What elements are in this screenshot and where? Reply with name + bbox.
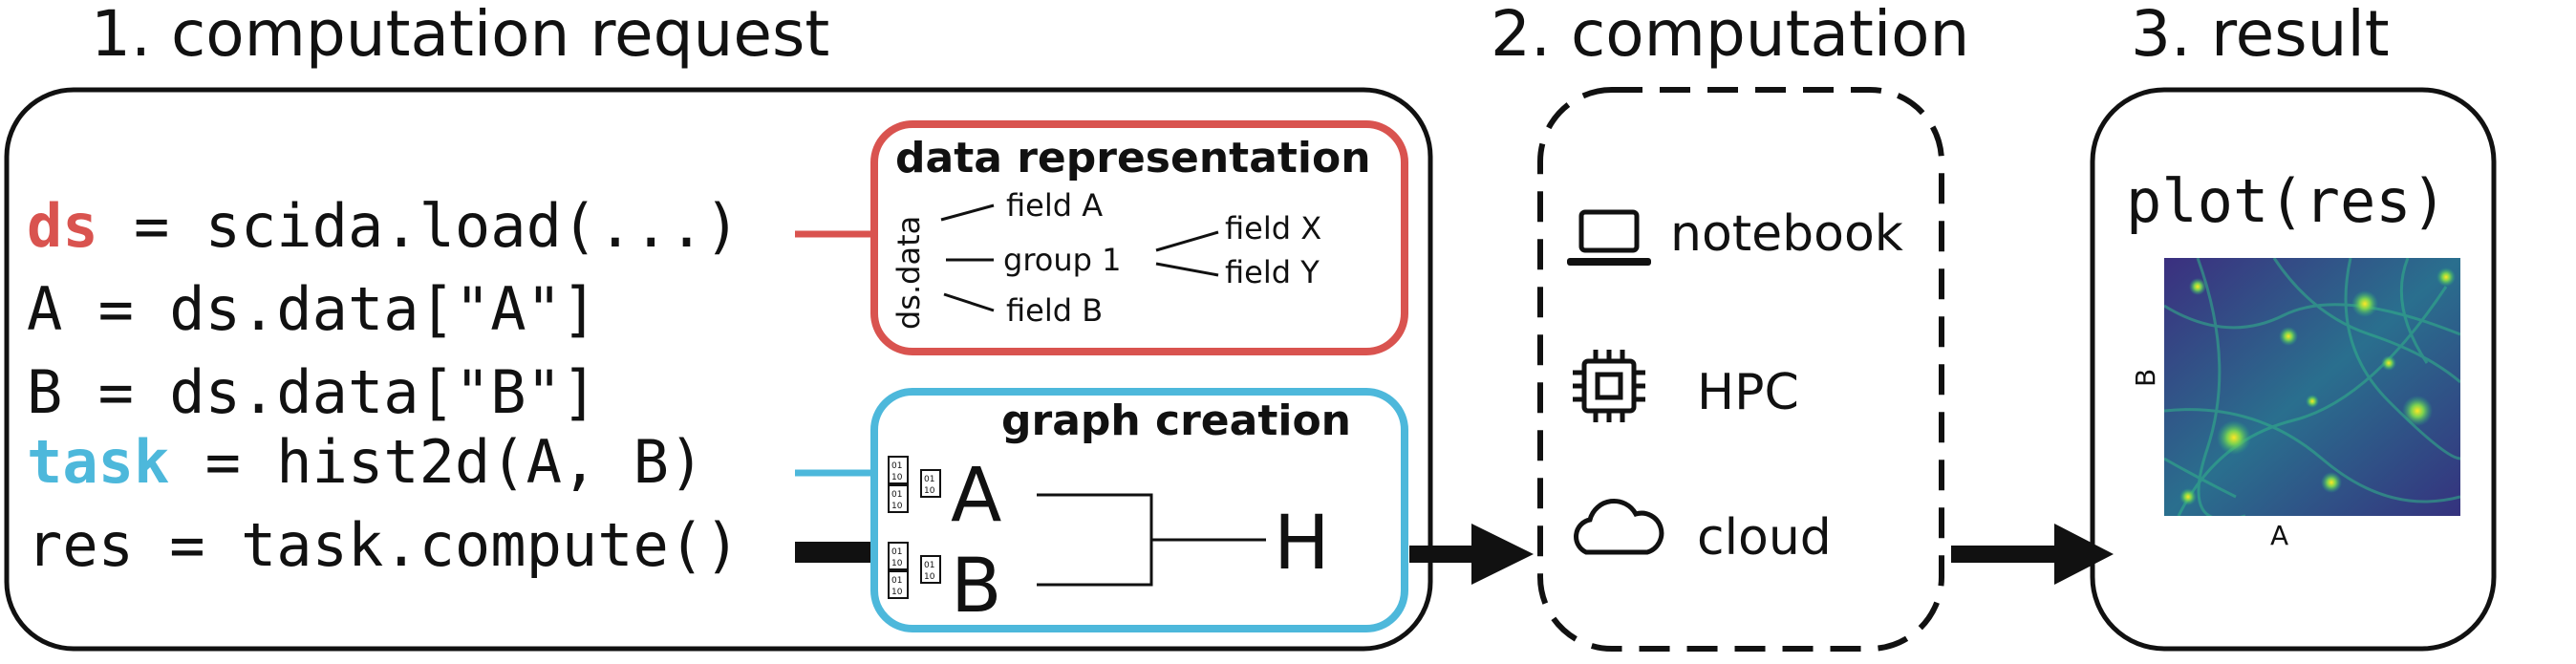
svg-text:01: 01 — [924, 475, 934, 484]
cloud-icon — [1574, 498, 1664, 555]
section-title-request: 1. computation request — [91, 0, 829, 71]
chip-icon — [1573, 350, 1645, 422]
graph-creation-panel — [870, 388, 1408, 632]
graph-node-a: A — [951, 453, 1001, 539]
data-representation-title: data representation — [895, 134, 1371, 182]
chunk-icons-b: 01 10 01 10 01 10 — [888, 542, 941, 599]
data-representation-panel — [870, 120, 1408, 355]
code-line-4: task = hist2d(A, B) — [27, 427, 704, 497]
env-hpc-label: HPC — [1697, 364, 1799, 421]
section-title-computation: 2. computation — [1491, 0, 1969, 71]
graph-creation-title: graph creation — [1001, 396, 1351, 445]
graph-edges — [1037, 493, 1266, 587]
code-line-5: res = task.compute() — [27, 510, 741, 580]
tree-field-y: field Y — [1225, 254, 1320, 290]
svg-text:01: 01 — [891, 461, 902, 471]
tree-field-a: field A — [1006, 187, 1103, 224]
chunk-icons-a: 01 10 01 10 01 10 — [888, 456, 941, 513]
svg-text:10: 10 — [891, 588, 903, 597]
svg-text:01: 01 — [891, 547, 902, 557]
tree-group-1: group 1 — [1003, 242, 1121, 278]
section-title-result: 3. result — [2131, 0, 2390, 71]
graph-node-b: B — [951, 544, 1002, 630]
result-xlabel: A — [2270, 520, 2288, 551]
result-code: plot(res) — [2126, 166, 2447, 236]
code-line-2: A = ds.data["A"] — [27, 274, 597, 344]
svg-text:10: 10 — [891, 502, 903, 511]
graph-node-h: H — [1274, 501, 1330, 587]
laptop-icon — [1567, 209, 1651, 266]
svg-text:01: 01 — [891, 576, 902, 586]
result-heatmap — [2164, 258, 2460, 516]
svg-text:01: 01 — [891, 490, 902, 500]
code-line-1: ds = scida.load(...) — [27, 191, 741, 261]
svg-text:01: 01 — [924, 561, 934, 570]
arrow-to-result — [1951, 524, 2114, 585]
result-box — [2090, 87, 2497, 652]
svg-text:10: 10 — [891, 473, 903, 482]
result-ylabel: B — [2130, 369, 2161, 387]
env-cloud-label: cloud — [1697, 509, 1832, 567]
tree-root-label: ds.data — [891, 216, 927, 330]
svg-text:10: 10 — [891, 559, 903, 568]
request-box — [4, 87, 1433, 652]
tree-field-b: field B — [1006, 292, 1103, 329]
env-notebook-label: notebook — [1670, 205, 1903, 263]
computation-box — [1537, 87, 1944, 652]
code-line-3: B = ds.data["B"] — [27, 357, 597, 427]
svg-text:10: 10 — [924, 572, 935, 582]
arrow-to-computation — [1409, 524, 1534, 585]
tree-field-x: field X — [1225, 210, 1321, 246]
svg-text:10: 10 — [924, 486, 935, 496]
tree-edges — [940, 203, 1219, 312]
